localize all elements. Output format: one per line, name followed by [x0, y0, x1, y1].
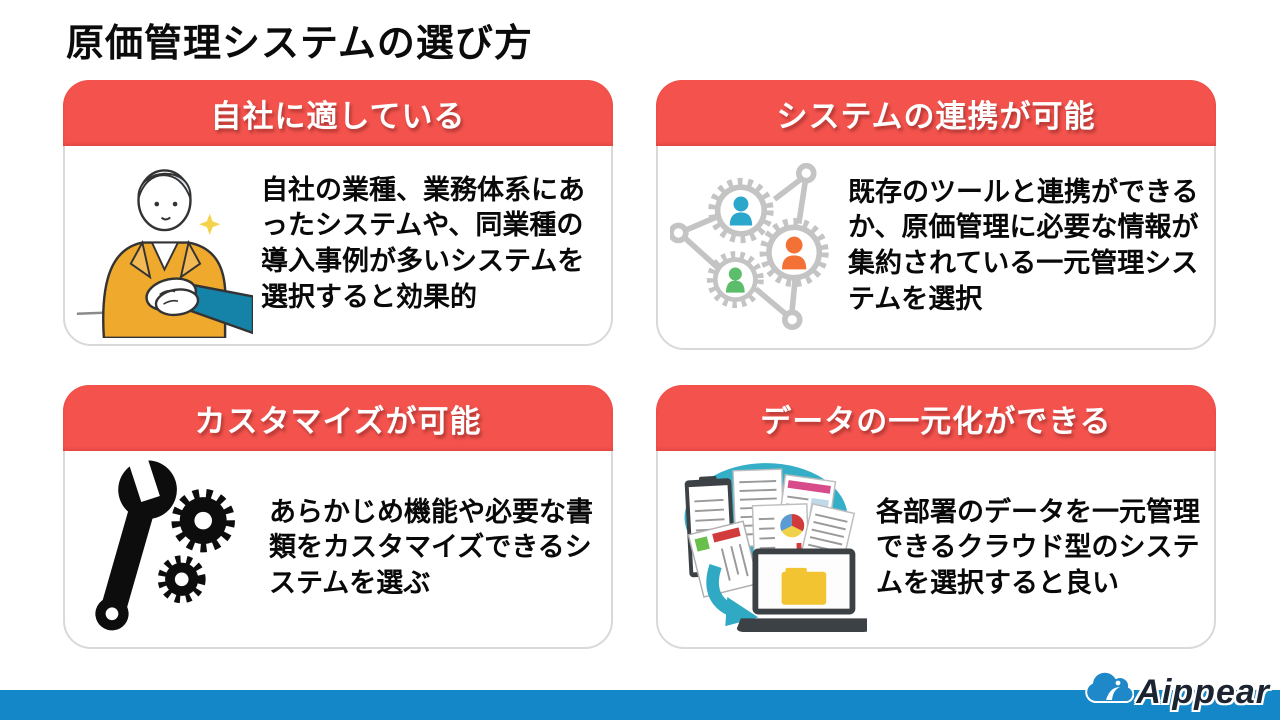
footer-band — [0, 690, 1280, 720]
green-person-gear — [706, 251, 764, 309]
card-data-centralization-header: データの一元化ができる — [656, 385, 1216, 451]
laptop-icon — [736, 548, 867, 632]
card-data-centralization-body: 各部署のデータを一元管理できるクラウド型のシステムを選択すると良い — [658, 451, 1214, 647]
company-logo: Aippear — [1084, 669, 1270, 712]
card-customizable: カスタマイズが可能 — [63, 385, 613, 649]
card-system-integration-text: 既存のツールと連携ができるか、原価管理に必要な情報が集約されている一元管理システ… — [848, 176, 1199, 314]
card-customizable-header: カスタマイズが可能 — [63, 385, 613, 451]
blue-person-gear — [708, 177, 774, 244]
card-customizable-body: あらかじめ機能や必要な書類をカスタマイズできるシステムを選ぶ — [65, 451, 611, 647]
cloud-documents-laptop-icon — [668, 453, 868, 643]
card-system-integration: システムの連携が可能 — [656, 80, 1216, 350]
page-title: 原価管理システムの選び方 — [66, 23, 533, 65]
logo-text: Aippear — [1136, 673, 1270, 711]
card-suited-to-company-text: 自社の業種、業務体系にあったシステムや、同業種の導入事例が多いシステムを選択する… — [261, 174, 585, 312]
card-suited-to-company: 自社に適している 自社の業種、業務体系にあったシステムや、同業 — [63, 80, 613, 346]
card-suited-to-company-header: 自社に適している — [63, 80, 613, 146]
card-suited-to-company-title: 自社に適している — [210, 98, 466, 134]
cloud-logo-icon — [1084, 669, 1135, 712]
card-system-integration-header: システムの連携が可能 — [656, 80, 1216, 146]
card-customizable-title: カスタマイズが可能 — [194, 403, 482, 439]
gear-icon — [171, 488, 235, 553]
card-data-centralization: データの一元化ができる — [656, 385, 1216, 649]
handshake-person-icon — [75, 150, 253, 338]
card-system-integration-title: システムの連携が可能 — [776, 98, 1096, 134]
orange-person-gear — [759, 218, 829, 288]
card-system-integration-body: 既存のツールと連携ができるか、原価管理に必要な情報が集約されている一元管理システ… — [658, 146, 1214, 348]
wrench-gears-icon — [75, 460, 261, 636]
card-customizable-text: あらかじめ機能や必要な書類をカスタマイズできるシステムを選ぶ — [269, 496, 593, 598]
card-data-centralization-text: 各部署のデータを一元管理できるクラウド型のシステムを選択すると良い — [876, 496, 1200, 598]
network-gears-people-icon — [668, 158, 840, 334]
gear-icon — [157, 555, 206, 604]
card-data-centralization-title: データの一元化ができる — [760, 403, 1112, 439]
card-suited-to-company-body: 自社の業種、業務体系にあったシステムや、同業種の導入事例が多いシステムを選択する… — [65, 146, 611, 344]
